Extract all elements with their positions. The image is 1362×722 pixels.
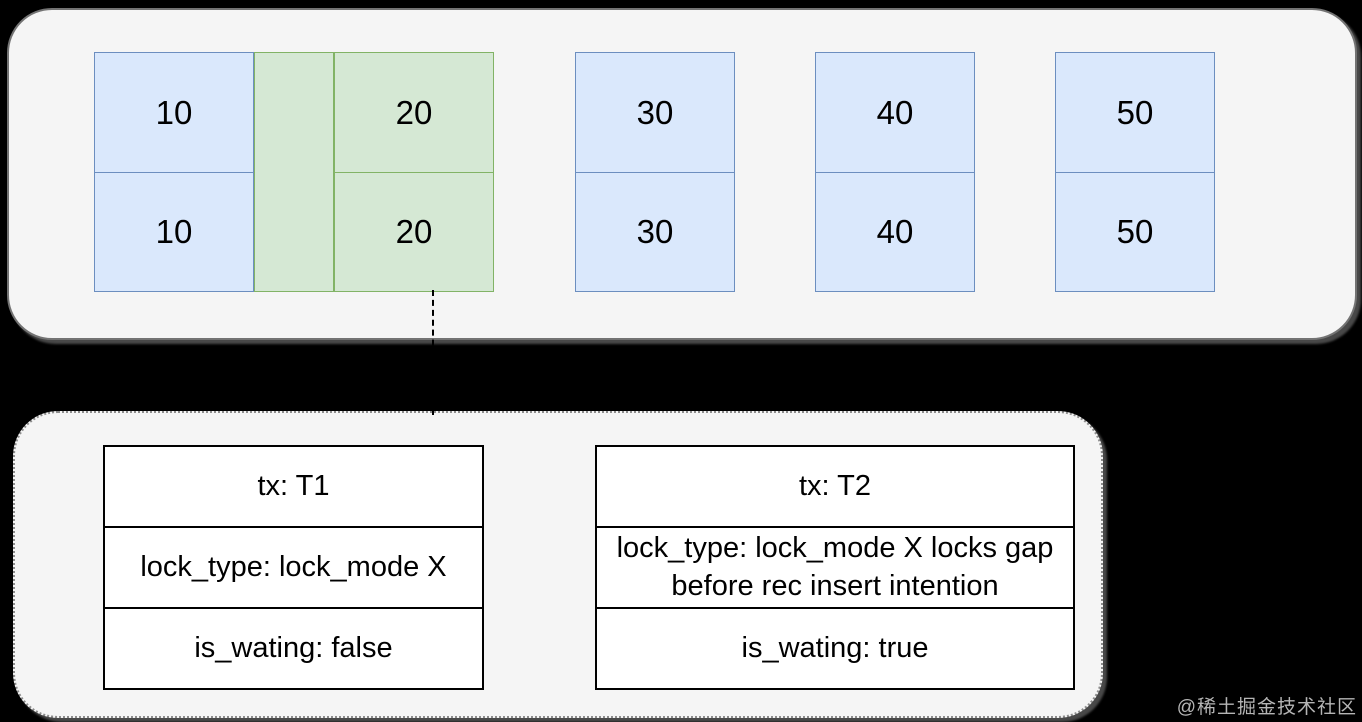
- record-cell-40-top: 40: [816, 53, 974, 173]
- record-cell-50-top: 50: [1056, 53, 1214, 173]
- record-cell-20-top: 20: [335, 53, 493, 173]
- index-records-panel: 10 10 20 20 30 30 40 40 50 50: [7, 8, 1357, 340]
- record-cell-group-30: 30 30: [575, 52, 735, 292]
- gap-lock-cell: [254, 52, 334, 292]
- record-cell-10-top: 10: [95, 53, 253, 173]
- record-cell-40-bottom: 40: [876, 213, 914, 251]
- lock-table-t1: tx: T1 lock_type: lock_mode X is_wating:…: [103, 445, 484, 690]
- lock-table-t2-is-waiting: is_wating: true: [597, 607, 1073, 688]
- record-cell-30-bottom: 30: [636, 213, 674, 251]
- lock-table-t2: tx: T2 lock_type: lock_mode X locks gap …: [595, 445, 1075, 690]
- record-cell-50-bottom: 50: [1116, 213, 1154, 251]
- lock-table-t1-tx: tx: T1: [257, 469, 330, 502]
- watermark: @稀土掘金技术社区: [1176, 697, 1357, 718]
- record-cell-20-bottom: 20: [395, 213, 433, 251]
- record-cell-group-20: 20 20: [334, 52, 494, 292]
- lock-table-t1-is-waiting: is_wating: false: [105, 607, 482, 688]
- lock-table-t1-lock-type: lock_type: lock_mode X: [105, 526, 482, 607]
- connector-dashed-line: [432, 290, 434, 415]
- lock-table-t2-tx: tx: T2: [799, 469, 871, 502]
- lock-table-t2-lock-type: lock_type: lock_mode X locks gap before …: [597, 526, 1073, 607]
- locks-panel: tx: T1 lock_type: lock_mode X is_wating:…: [13, 411, 1103, 718]
- record-cell-group-50: 50 50: [1055, 52, 1215, 292]
- record-cell-group-40: 40 40: [815, 52, 975, 292]
- record-cell-10-bottom: 10: [155, 213, 193, 251]
- record-cell-group-10: 10 10: [94, 52, 254, 292]
- record-cell-30-top: 30: [576, 53, 734, 173]
